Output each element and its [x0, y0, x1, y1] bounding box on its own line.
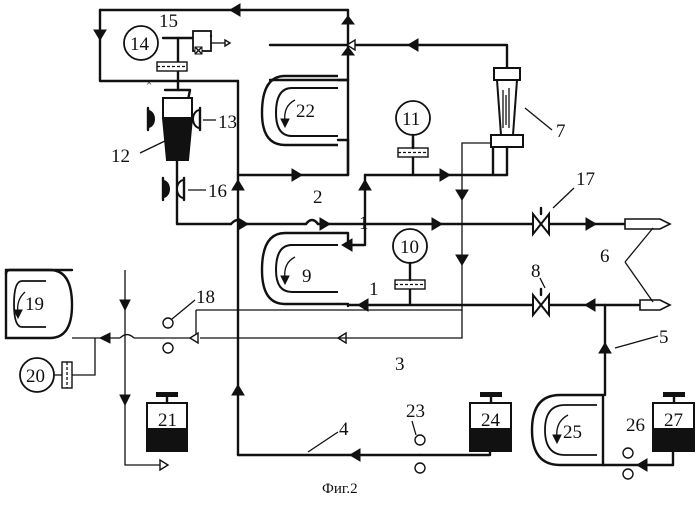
label-7: 7 — [556, 121, 566, 142]
figure-caption: Фиг.2 — [322, 481, 358, 497]
label-4: 4 — [339, 419, 349, 440]
valves — [533, 188, 574, 315]
valve-8 — [533, 295, 549, 315]
label-6: 6 — [600, 246, 610, 267]
label-21: 21 — [158, 410, 177, 431]
label-25: 25 — [563, 422, 582, 443]
pump-9 — [262, 229, 640, 311]
label-20: 20 — [26, 366, 45, 387]
label-3: 3 — [395, 354, 405, 375]
label-18: 18 — [196, 287, 215, 308]
flowmeter-7 — [196, 68, 552, 310]
label-23: 23 — [406, 401, 425, 422]
valve-cross-mark: × — [146, 77, 152, 89]
label-24: 24 — [481, 410, 501, 431]
label-10: 10 — [400, 237, 419, 258]
nozzle-upper — [625, 219, 670, 229]
outlets-6 — [625, 219, 670, 310]
label-16: 16 — [208, 181, 227, 202]
nozzle-lower — [640, 300, 670, 310]
label-15: 15 — [159, 11, 178, 32]
vessel-12 — [163, 118, 192, 160]
pump-19 — [6, 270, 462, 470]
label-13: 13 — [218, 112, 237, 133]
label-12: 12 — [111, 146, 130, 167]
valve-17 — [533, 214, 549, 234]
label-1b: 1 — [369, 279, 379, 300]
line-4 — [238, 421, 490, 473]
label-11: 11 — [402, 109, 420, 130]
line-5 — [599, 305, 658, 395]
label-5: 5 — [659, 327, 669, 348]
pump-22 — [262, 76, 348, 175]
label-8: 8 — [531, 261, 541, 282]
label-27: 27 — [664, 410, 683, 431]
pump-25 — [532, 395, 673, 479]
label-19: 19 — [25, 294, 44, 315]
label-14: 14 — [130, 34, 150, 55]
label-26: 26 — [626, 415, 645, 436]
label-9: 9 — [302, 266, 312, 287]
label-17: 17 — [576, 169, 595, 190]
label-22: 22 — [296, 101, 315, 122]
label-1: 1 — [359, 213, 369, 234]
label-2: 2 — [313, 187, 323, 208]
